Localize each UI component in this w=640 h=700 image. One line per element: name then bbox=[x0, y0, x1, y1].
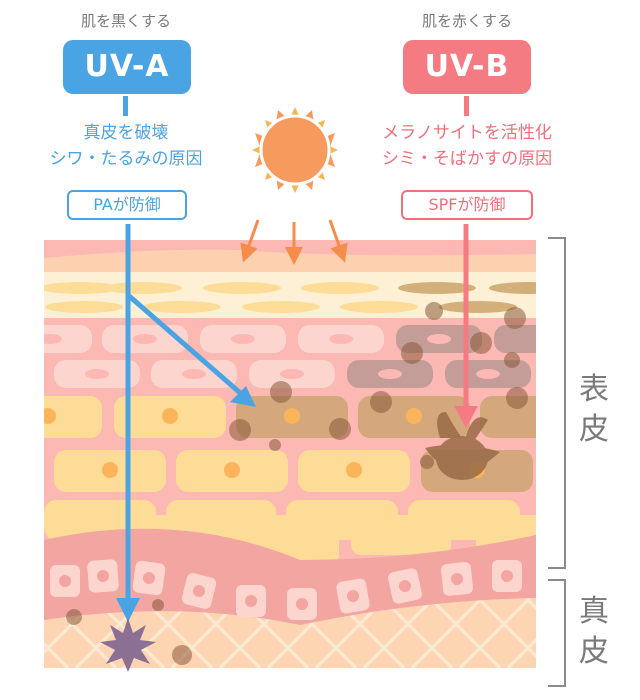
uvb-protection-tag: SPFが防御 bbox=[401, 190, 533, 220]
uvb-description-line1: メラノサイトを活性化 bbox=[382, 123, 552, 143]
uva-description-line1: 真皮を破壊 bbox=[83, 123, 169, 143]
dermis-label-2: 皮 bbox=[579, 634, 609, 669]
uva-protection-tag: PAが防御 bbox=[67, 190, 187, 220]
sunlight-arrows bbox=[240, 219, 348, 265]
uva-description-line2: シワ・たるみの原因 bbox=[49, 149, 203, 169]
uvb-caption: 肌を赤くする bbox=[421, 12, 512, 30]
uvb-label-box: UV-B bbox=[403, 40, 531, 94]
uvb-description-line2: シミ・そばかすの原因 bbox=[381, 149, 553, 169]
epidermis-label-1: 表 bbox=[579, 372, 609, 407]
dermis-label-1: 真 bbox=[579, 594, 609, 629]
uva-caption: 肌を黒くする bbox=[80, 12, 171, 30]
damage-burst-icon bbox=[100, 618, 156, 672]
melanocyte-icon bbox=[425, 412, 500, 480]
epidermis-label-2: 皮 bbox=[579, 412, 609, 447]
sun-icon bbox=[252, 107, 338, 193]
uva-label-box: UV-A bbox=[63, 40, 191, 94]
